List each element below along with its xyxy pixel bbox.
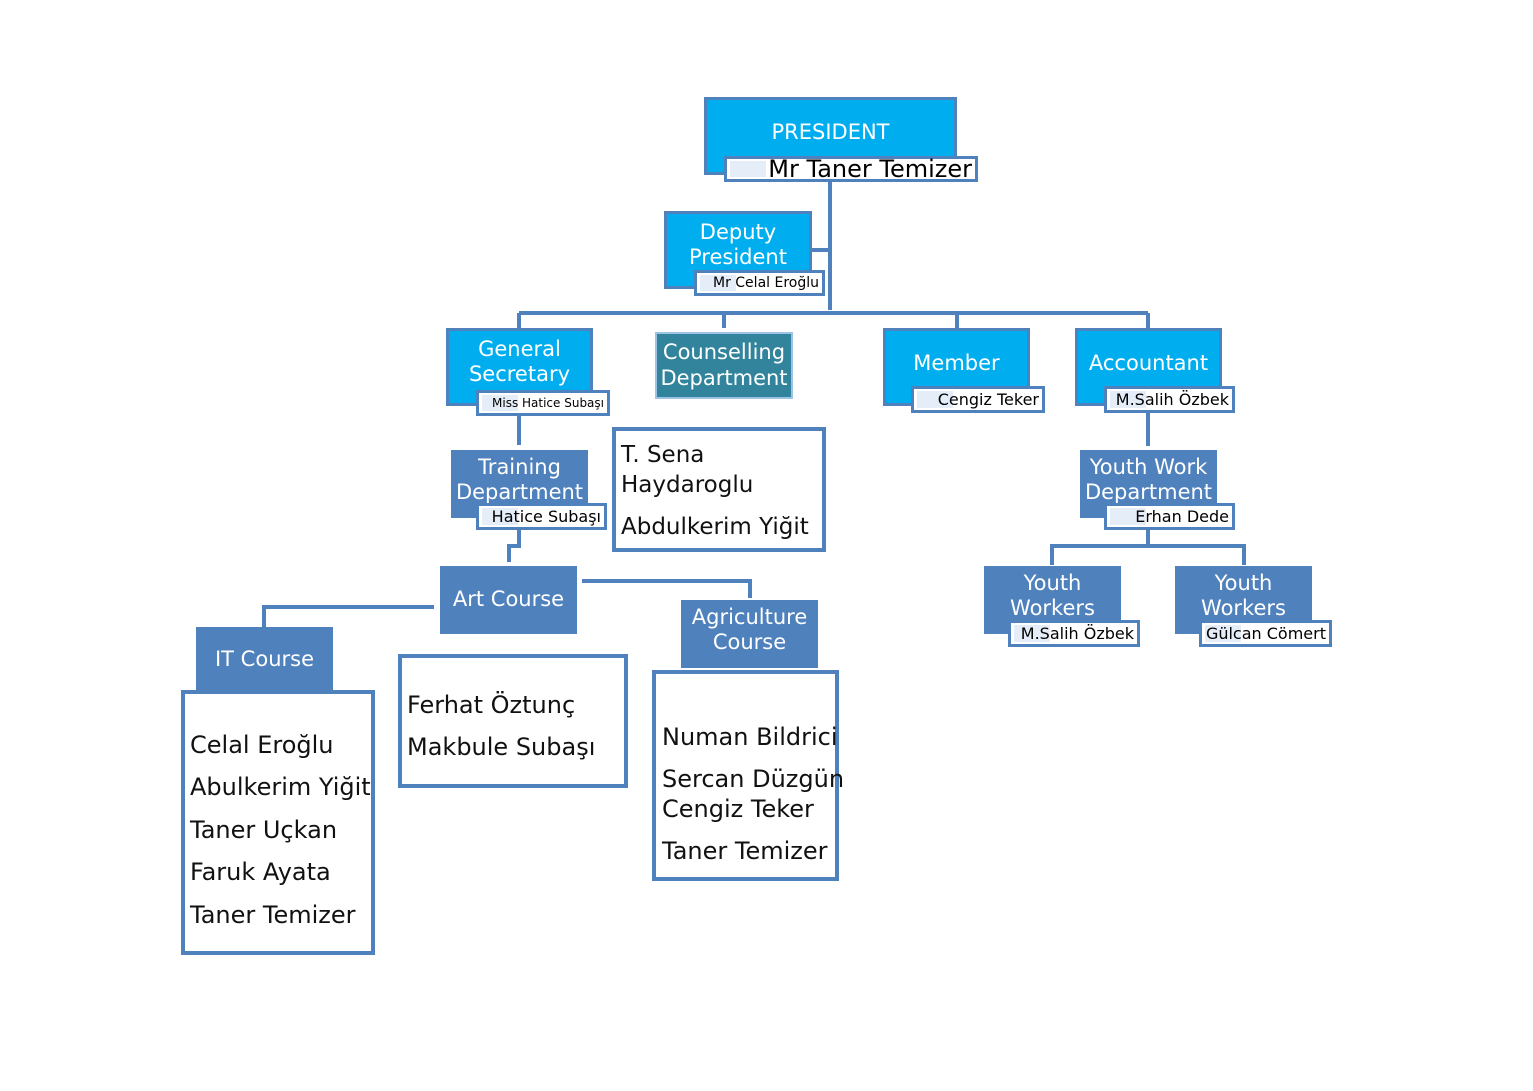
it-course-title: IT Course <box>214 647 314 672</box>
line-youthwork-bar <box>1050 528 1246 565</box>
youth-workers-1-name: M.Salih Özbek <box>1020 624 1134 643</box>
youth-workers-2-name: Gülcan Cömert <box>1205 624 1326 643</box>
president-name: Mr Taner Temizer <box>768 155 972 183</box>
general-secretary-name: Miss Hatice Subaşı <box>492 396 604 410</box>
youth-workers-2-title-line2: Workers <box>1201 596 1286 621</box>
it-course-box: IT Course <box>196 627 333 693</box>
art-course-title: Art Course <box>452 587 565 612</box>
president-name-tag: Mr Taner Temizer <box>724 155 978 183</box>
line-art-to-it <box>262 605 434 627</box>
training-name-tag: Hatice Subaşı <box>476 503 607 530</box>
youth-work-name-tag: Erhan Dede <box>1104 503 1235 530</box>
agriculture-title-line1: Agriculture <box>691 605 808 629</box>
deputy-title-line1: Deputy <box>699 220 777 244</box>
it-course-member: Celal Eroğlu <box>190 731 334 759</box>
counselling-members-box: T. Sena Haydaroglu Abdulkerim Yiğit <box>612 427 826 552</box>
agriculture-title-line2: Course <box>712 630 787 655</box>
counselling-member: T. Sena <box>621 442 705 468</box>
counselling-title-line2: Department <box>660 365 788 390</box>
agriculture-member: Sercan Düzgün <box>662 765 845 793</box>
youth-workers-1-title-line1: Youth <box>1023 571 1082 595</box>
youth-workers-2-name-tag: Gülcan Cömert <box>1199 620 1332 647</box>
general-secretary-title-line1: General <box>478 337 561 361</box>
accountant-title: Accountant <box>1088 351 1209 375</box>
it-course-members-box: Celal Eroğlu Abulkerim Yiğit Taner Uçkan… <box>181 690 375 955</box>
general-secretary-title-line2: Secretary <box>468 362 571 387</box>
member-title: Member <box>913 351 1000 375</box>
training-title-line2: Department <box>455 480 584 505</box>
agriculture-course-box: Agriculture Course <box>681 600 818 668</box>
agriculture-member: Taner Temizer <box>662 837 828 865</box>
accountant-name-tag: M.Salih Özbek <box>1104 386 1235 413</box>
training-title-line1: Training <box>478 455 561 479</box>
it-course-member: Taner Temizer <box>190 900 356 929</box>
agriculture-member: Numan Bildrici <box>662 723 838 751</box>
counselling-department-box: Counselling Department <box>655 332 793 399</box>
deputy-name: Mr Celal Eroğlu <box>713 275 819 291</box>
counselling-member: Haydaroglu <box>621 471 754 498</box>
deputy-name-tag: Mr Celal Eroğlu <box>694 270 825 296</box>
art-course-members-box: Ferhat Öztunç Makbule Subaşı <box>398 654 628 788</box>
youth-workers-1-name-tag: M.Salih Özbek <box>1008 620 1140 647</box>
agriculture-member: Cengiz Teker <box>662 795 814 823</box>
it-course-member: Faruk Ayata <box>190 858 331 887</box>
art-course-member: Makbule Subaşı <box>407 733 596 761</box>
deputy-title-line2: President <box>689 245 787 270</box>
training-name: Hatice Subaşı <box>491 507 601 526</box>
accountant-name: M.Salih Özbek <box>1115 390 1229 409</box>
youth-workers-2-title-line1: Youth <box>1214 571 1273 595</box>
youth-work-name: Erhan Dede <box>1135 507 1229 526</box>
counselling-title-line1: Counselling <box>662 340 786 365</box>
line-art-to-agriculture <box>582 579 752 598</box>
youth-work-title-line1: Youth Work <box>1089 455 1208 479</box>
president-title: PRESIDENT <box>771 120 890 144</box>
counselling-member: Abdulkerim Yiğit <box>621 513 809 540</box>
line-training-to-art <box>507 530 521 562</box>
youth-workers-1-title-line2: Workers <box>1010 596 1095 621</box>
it-course-member: Taner Uçkan <box>190 815 338 844</box>
member-name: Cengiz Teker <box>937 390 1039 409</box>
member-name-tag: Cengiz Teker <box>911 386 1045 413</box>
art-course-member: Ferhat Öztunç <box>407 691 576 719</box>
it-course-member: Abulkerim Yiğit <box>190 773 371 802</box>
youth-work-title-line2: Department <box>1084 480 1213 505</box>
art-course-box: Art Course <box>440 566 577 634</box>
agriculture-course-members-box: Numan Bildrici Sercan Düzgün Cengiz Teke… <box>652 670 845 881</box>
general-secretary-name-tag: Miss Hatice Subaşı <box>476 390 610 416</box>
